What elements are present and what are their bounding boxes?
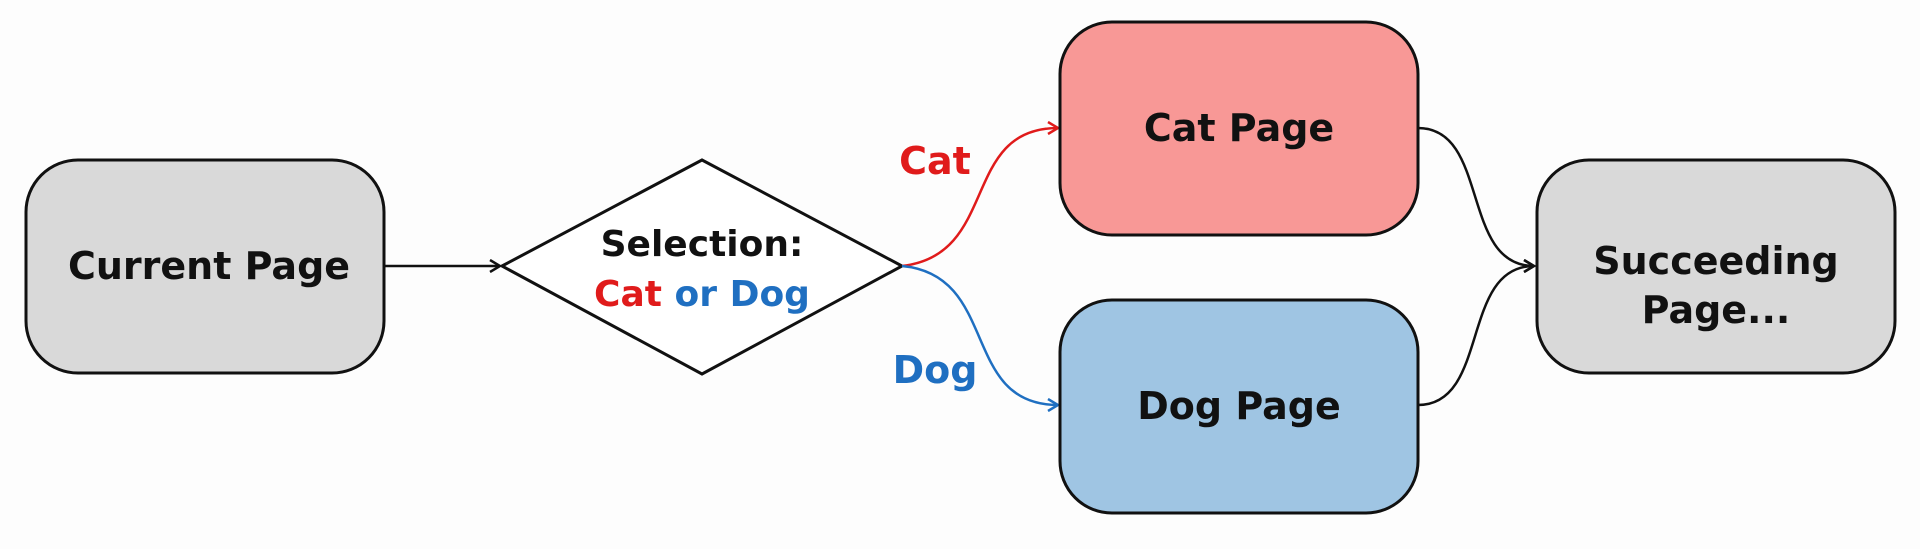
edge-dog-label: Dog [893,348,978,392]
decision-diamond [498,158,906,376]
succeeding-page-node: Succeeding Page... [1535,158,1897,375]
cat-page-node: Cat Page [1058,20,1420,237]
edge-decision-to-cat [901,128,1058,268]
decision-title: Selection: [601,224,804,265]
edge-cat-label: Cat [899,139,971,183]
edge-dog-to-succeeding [1417,266,1534,407]
decision-options: Cat or Dog [594,274,810,315]
current-page-node: Current Page [24,158,386,375]
decision-option-dog: Dog [730,274,810,315]
decision-option-joiner: or [675,274,718,315]
dog-page-node: Dog Page [1058,298,1420,515]
decision-option-cat: Cat [594,274,662,315]
succeeding-page-label-line1: Succeeding [1593,239,1839,283]
succeeding-page-label-line2: Page... [1642,288,1791,332]
dog-page-label: Dog Page [1137,384,1341,428]
cat-page-label: Cat Page [1144,106,1334,150]
edge-cat-to-succeeding [1417,126,1534,266]
edge-decision-to-dog [901,264,1058,405]
dog-page-box [1058,298,1420,515]
succeeding-page-box [1535,158,1897,375]
current-page-label: Current Page [68,244,350,288]
selection-decision-node: Selection: Cat or Dog [498,158,906,376]
